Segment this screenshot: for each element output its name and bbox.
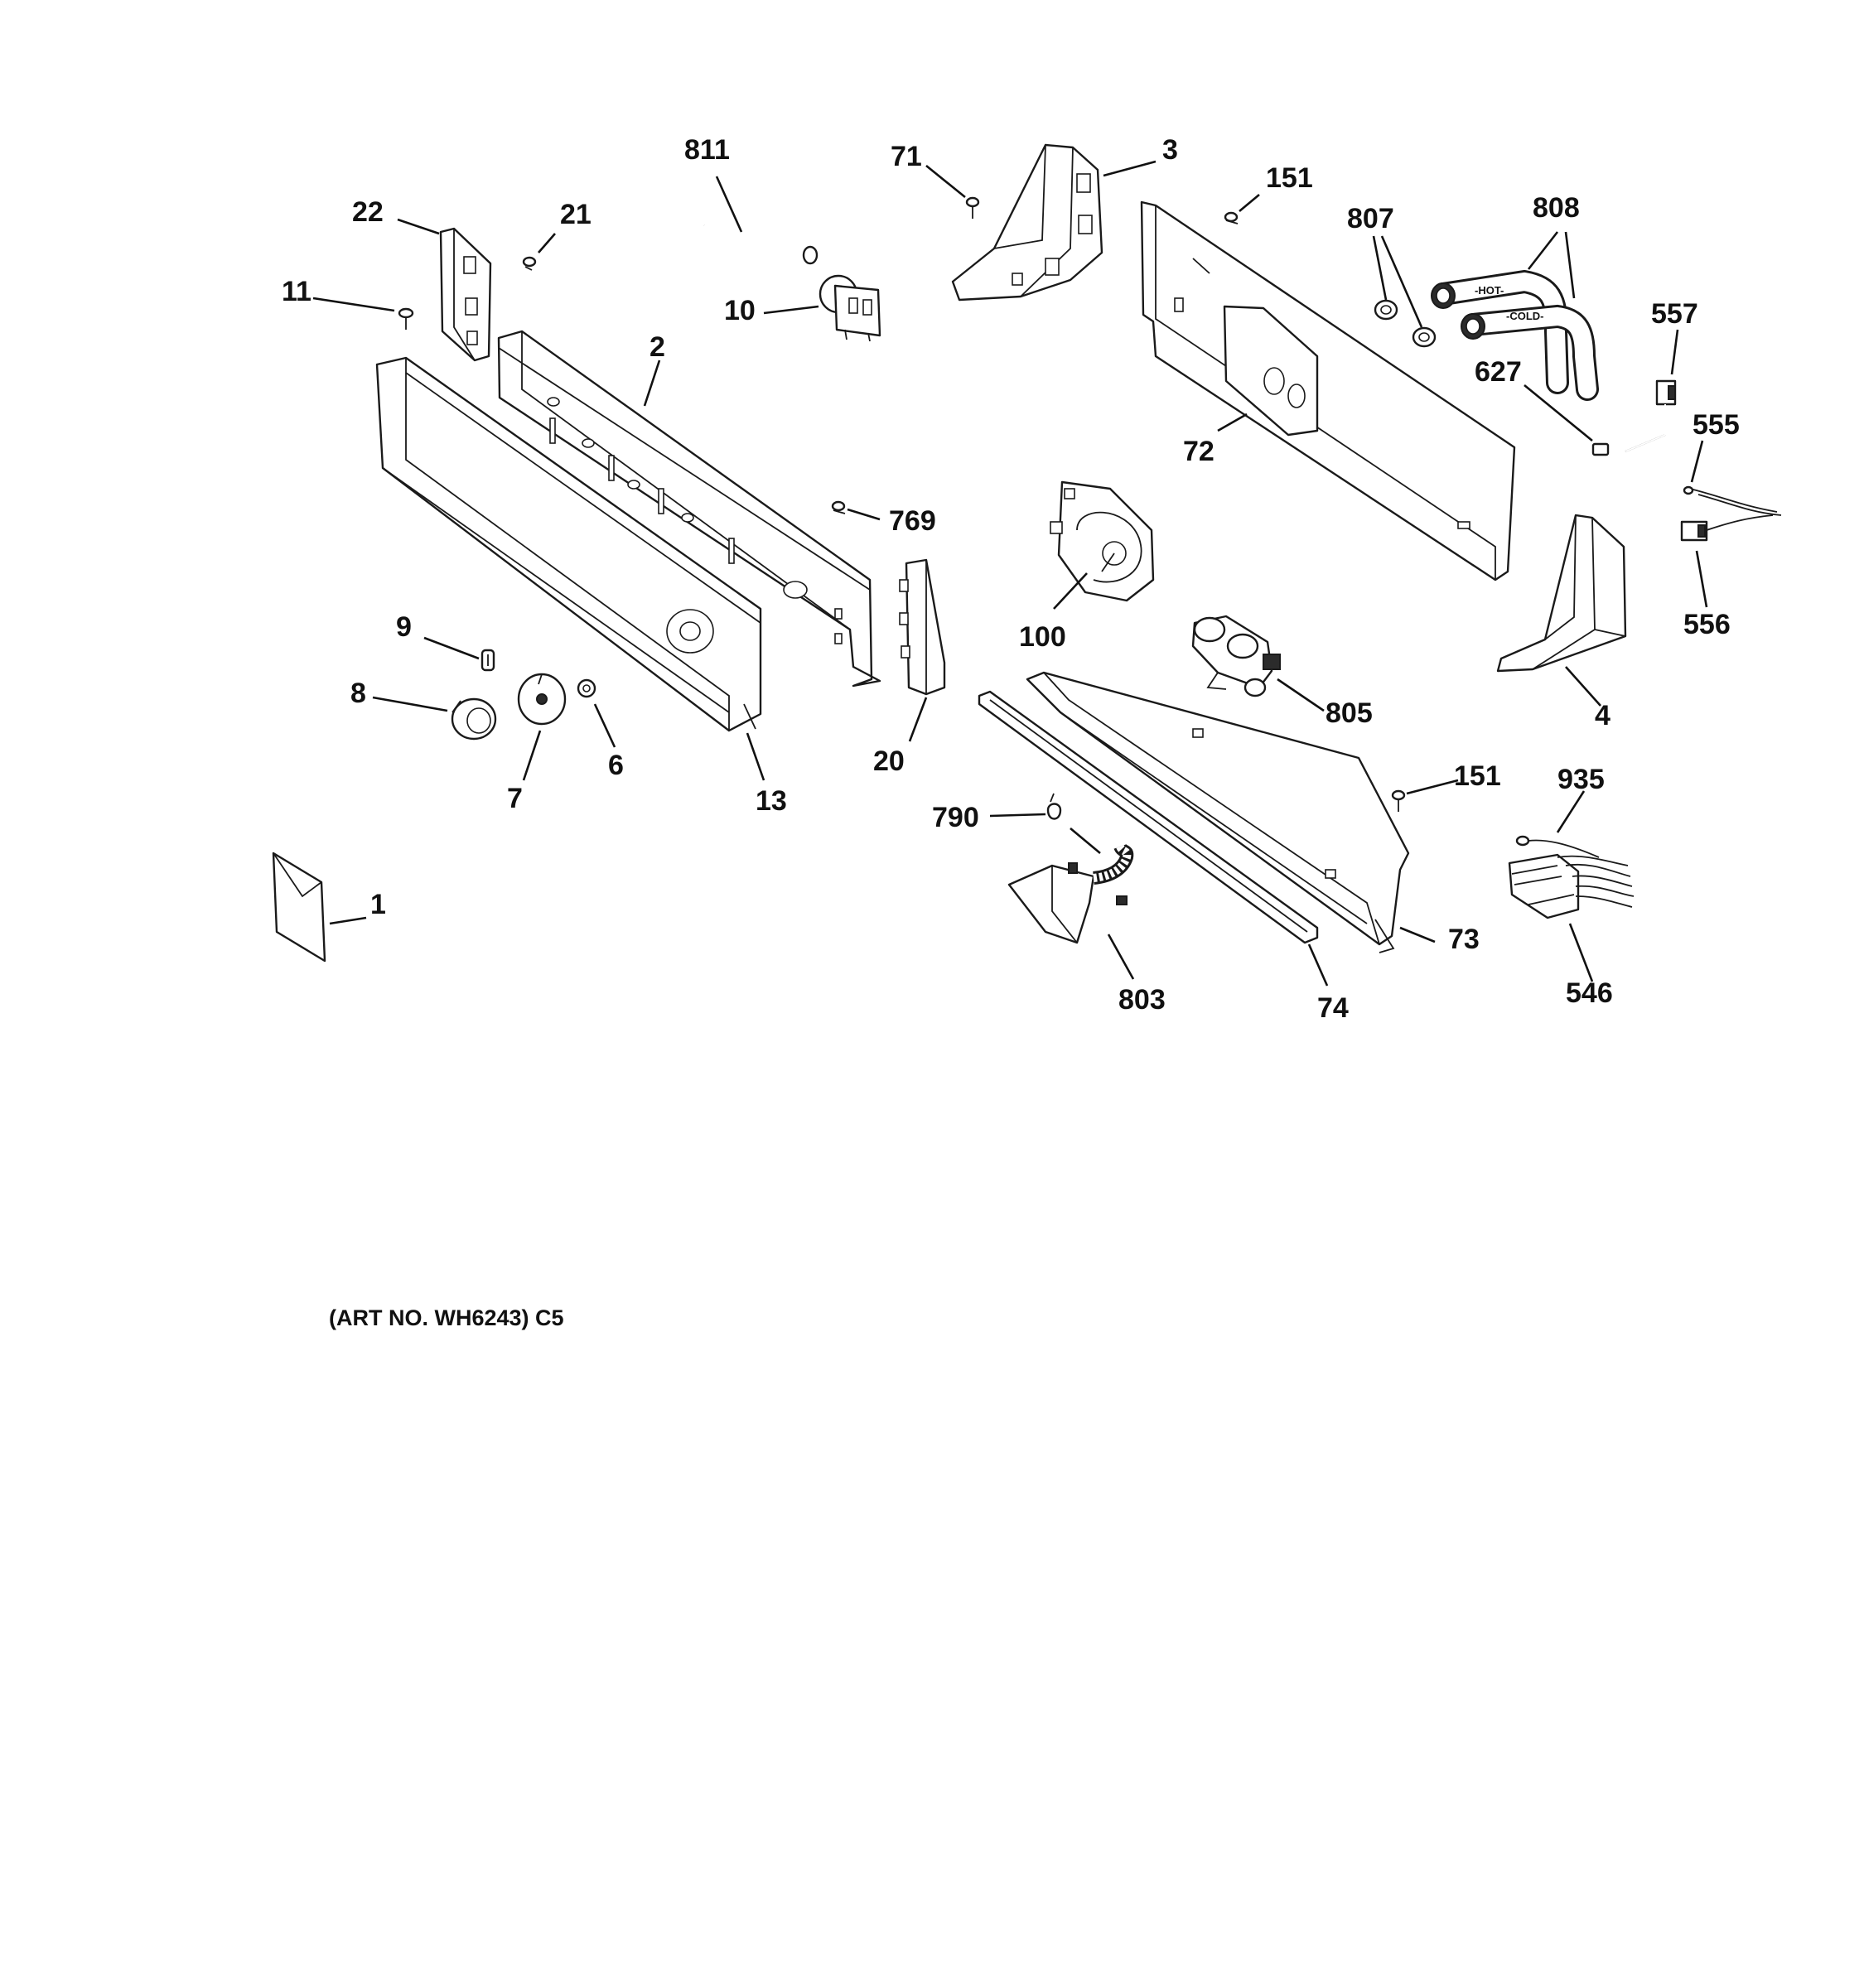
callout-556: 556 (1683, 609, 1731, 640)
callout-790: 790 (932, 802, 979, 833)
part-74-trim-strip (978, 690, 1319, 944)
part-151-screw-lower (1391, 789, 1406, 812)
callout-546: 546 (1566, 977, 1613, 1009)
part-11-screw (398, 307, 414, 330)
callout-22: 22 (352, 196, 384, 228)
callout-9: 9 (396, 611, 412, 643)
callout-769: 769 (889, 505, 936, 537)
callout-557: 557 (1651, 298, 1698, 330)
part-100-timer (1050, 480, 1155, 602)
part-811-hose (703, 221, 819, 265)
callout-805: 805 (1326, 697, 1373, 729)
part-935-wire (1515, 835, 1600, 858)
callout-811: 811 (684, 134, 730, 166)
callout-8: 8 (350, 678, 366, 709)
hose-label-cold: -COLD- (1506, 310, 1544, 322)
part-22-end-cap (439, 227, 492, 362)
part-546-wire-harness (1508, 853, 1635, 919)
callout-2: 2 (650, 331, 665, 363)
art-number: (ART NO. WH6243) C5 (329, 1305, 564, 1330)
callout-151-top: 151 (1266, 162, 1313, 194)
hose-label-hot: -HOT- (1475, 284, 1504, 297)
callout-1: 1 (370, 889, 386, 920)
callout-935: 935 (1557, 764, 1605, 795)
part-2-panel-bracket (497, 330, 881, 688)
callout-803: 803 (1118, 984, 1166, 1016)
callout-74: 74 (1317, 992, 1349, 1024)
part-71-screw (965, 196, 980, 219)
callout-7: 7 (507, 783, 523, 814)
leader-lines (312, 160, 1708, 987)
part-769-screw (831, 500, 846, 514)
part-8-knob (451, 697, 497, 741)
callout-10: 10 (724, 295, 756, 326)
part-10-pressure-switch (819, 274, 881, 342)
part-808-fill-hoses: -HOT- -COLD- (1431, 269, 1599, 401)
part-151-screw-top (1224, 211, 1239, 224)
part-807-washers (1374, 299, 1437, 348)
callout-555: 555 (1693, 409, 1740, 441)
part-6-nut (577, 678, 596, 698)
callout-807: 807 (1347, 203, 1394, 234)
part-20-end-cap (899, 558, 946, 696)
part-803-dispenser (1007, 843, 1134, 944)
part-1-envelope (272, 852, 326, 963)
callout-13: 13 (756, 785, 787, 817)
callout-20: 20 (873, 746, 905, 777)
part-72-rear-panel (1140, 200, 1516, 581)
part-9-clip (480, 649, 495, 672)
part-556-plug (1680, 514, 1774, 542)
part-790-clamp (1046, 793, 1062, 820)
callout-151-lower: 151 (1454, 760, 1501, 792)
callout-11: 11 (282, 276, 311, 307)
callout-72: 72 (1183, 436, 1214, 467)
callout-808: 808 (1533, 192, 1580, 224)
part-627-grommet (1591, 442, 1610, 456)
callout-73: 73 (1448, 924, 1480, 955)
part-555-wire (1683, 485, 1782, 516)
callout-627: 627 (1475, 356, 1522, 388)
callout-71: 71 (891, 141, 922, 172)
part-73-lower-bracket (1026, 671, 1410, 953)
part-557-connector (1625, 379, 1677, 452)
part-4-right-end-cap (1496, 514, 1627, 673)
part-805-water-valve (1191, 615, 1281, 697)
part-3-left-end-cap (951, 143, 1103, 302)
callout-21: 21 (560, 199, 592, 230)
callout-4: 4 (1595, 700, 1610, 731)
callout-6: 6 (608, 750, 624, 781)
callout-3: 3 (1162, 134, 1178, 166)
part-7-dial (517, 673, 567, 726)
callout-labels: 811 71 3 151 807 808 22 21 11 10 2 557 6… (282, 134, 1740, 1024)
part-13-control-panel (375, 356, 762, 732)
callout-100: 100 (1019, 621, 1066, 653)
part-21-screw (522, 256, 537, 271)
